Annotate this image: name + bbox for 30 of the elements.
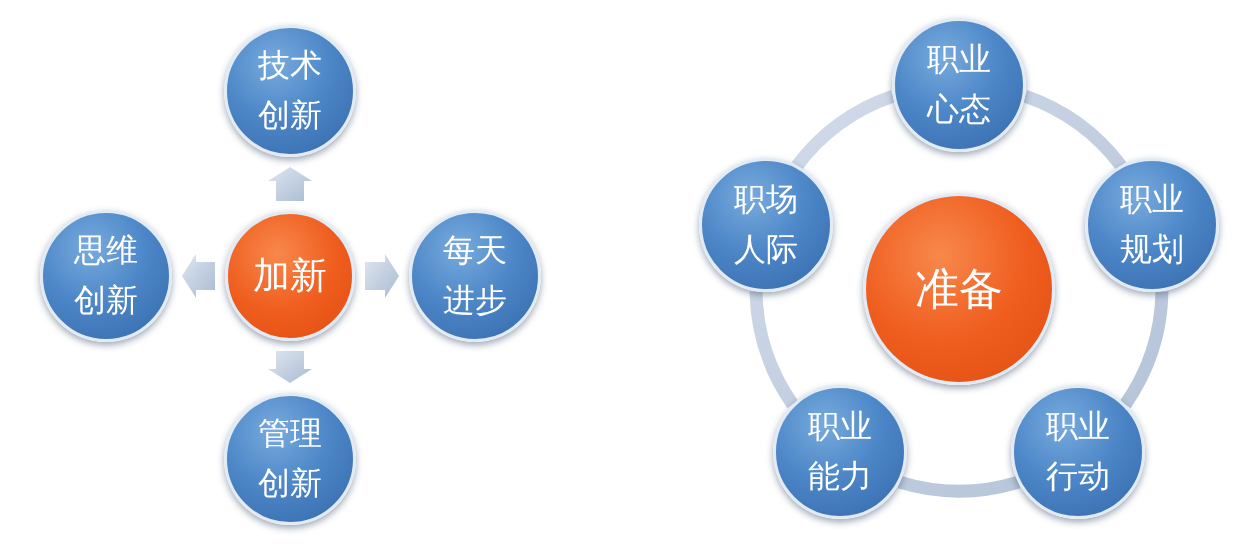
circle-label: 职场人际 [732, 179, 799, 271]
topic-circle [698, 158, 833, 293]
topic-circle [1085, 158, 1220, 293]
ring-segment [749, 291, 799, 408]
circle-label: 加新 [253, 253, 327, 299]
ring-segment [791, 90, 896, 170]
block-arrow [182, 254, 215, 298]
block-arrow [365, 254, 399, 298]
circle-label: 职业能力 [806, 406, 873, 498]
center-circle [225, 211, 355, 341]
topic-circle [224, 393, 356, 525]
topic-circle [1011, 385, 1146, 520]
ring-segment [1022, 90, 1127, 170]
block-arrow [268, 351, 312, 383]
topic-circle [772, 385, 907, 520]
topic-circle [409, 210, 541, 342]
circle-label: 每天进步 [442, 230, 508, 321]
circle-label: 技术创新 [257, 45, 323, 136]
topic-circle [40, 210, 172, 342]
circle-label: 思维创新 [73, 230, 139, 321]
circle-label: 职业心态 [926, 39, 992, 130]
block-arrow [268, 167, 312, 201]
circle-label: 职业行动 [1045, 406, 1112, 498]
ring-segment [898, 475, 1020, 498]
circle-label: 职业规划 [1119, 179, 1186, 271]
ring-segment [1119, 291, 1169, 408]
topic-circle [892, 18, 1026, 152]
circle-label: 管理创新 [257, 413, 323, 504]
circle-label: 准备 [915, 262, 1003, 316]
topic-circle [224, 25, 356, 157]
